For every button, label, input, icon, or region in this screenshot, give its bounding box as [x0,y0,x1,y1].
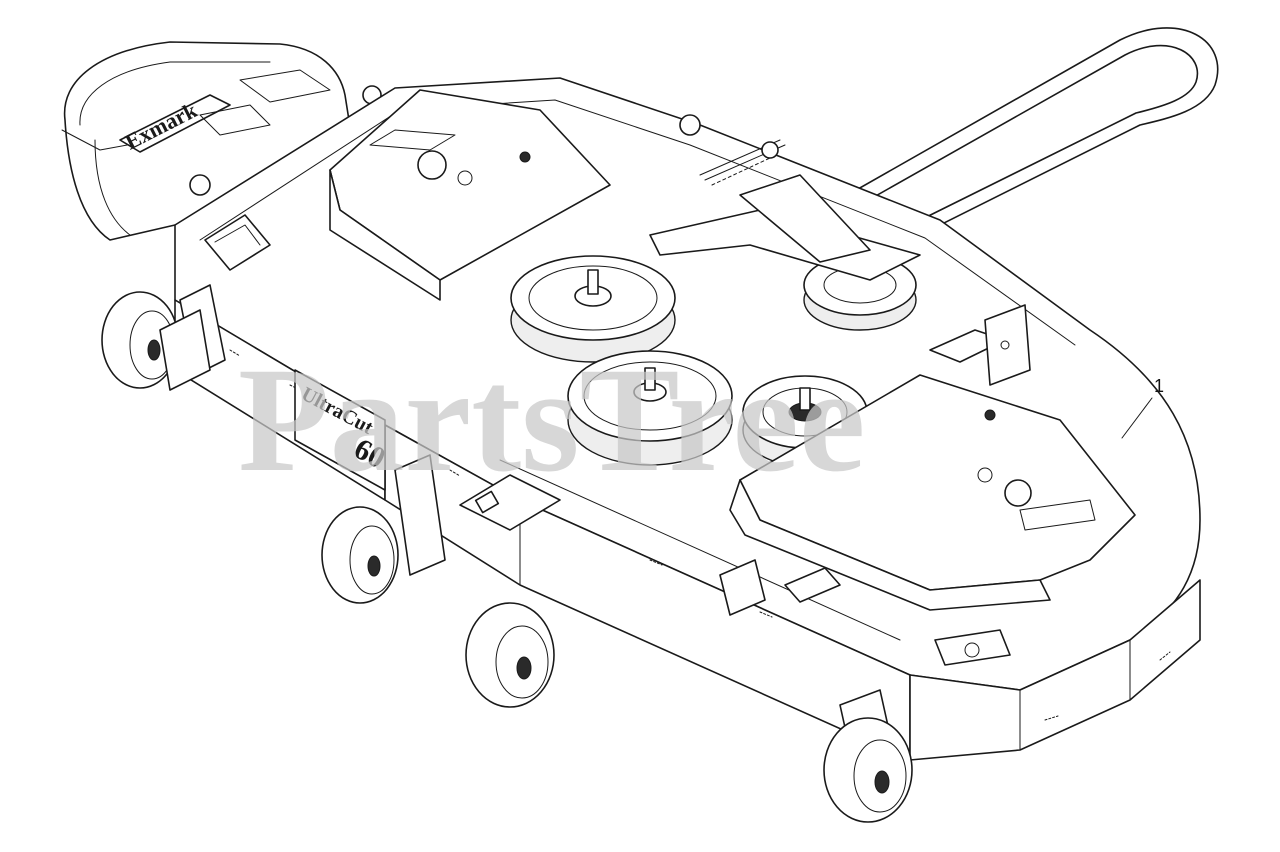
wheel-front-center [465,602,555,708]
callout-1[interactable]: 1 [1121,376,1164,439]
drive-belt [799,27,1219,256]
belt-cover-right [729,374,1136,611]
wheel-front-left [321,506,399,604]
pulley-rear [510,255,676,363]
wheel-rear-left [101,291,211,391]
warning-labels [204,214,1011,666]
pulley-center [567,350,733,466]
callout-1-label: 1 [1154,376,1164,396]
partstree-watermark: PartsTree [238,337,865,503]
belt-cover-left [329,89,611,301]
idler-arm [649,114,921,281]
wheel-front-right [823,717,913,823]
